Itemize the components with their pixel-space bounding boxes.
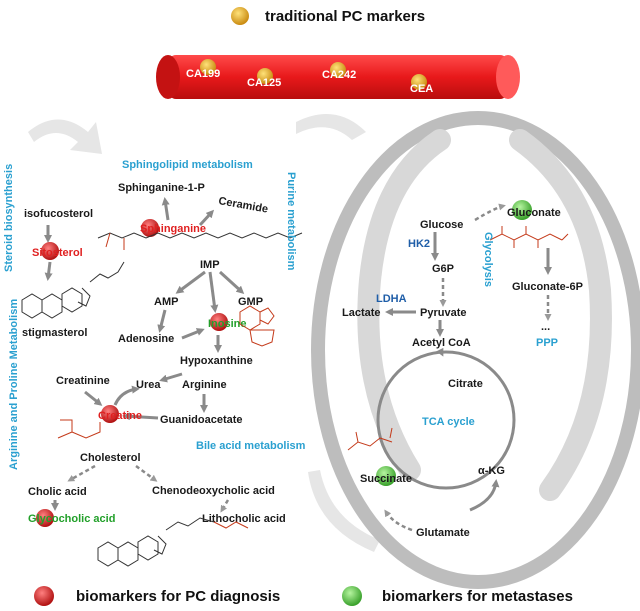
isofucosterol-label: isofucosterol	[24, 208, 93, 220]
green-ball-icon	[512, 200, 532, 220]
gold-ball-icon	[257, 68, 273, 84]
sitosterol-structure	[21, 261, 125, 319]
arrow	[44, 261, 53, 281]
sphinganine-1p-label: Sphinganine-1-P	[118, 182, 205, 194]
marker-cea: CEA	[410, 83, 433, 95]
lactate-label: Lactate	[342, 307, 381, 319]
arrow	[181, 328, 205, 340]
marker-ca125: CA125	[247, 77, 281, 89]
green-ball-icon	[376, 466, 396, 486]
arrow	[469, 479, 500, 512]
creatine-structure	[57, 419, 101, 439]
red-ball-icon	[41, 242, 59, 260]
sphinganine-label: Sphinganine	[140, 223, 206, 235]
sphingolipid-section-label: Sphingolipid metabolism	[122, 159, 253, 171]
amp-label: AMP	[154, 296, 178, 308]
creatine-label: Creatine	[98, 410, 142, 422]
arrow	[436, 347, 444, 357]
gold-ball-icon	[200, 59, 216, 75]
marker-ca199: CA199	[186, 68, 220, 80]
mitochondrion-outer	[311, 111, 640, 589]
arginine-section-label: Arginine and Proline Metabolism	[8, 299, 20, 470]
marker-ca242: CA242	[322, 69, 356, 81]
background-swirl-arrows	[28, 114, 380, 552]
steroid-section-label: Steroid biosynthesis	[3, 164, 15, 272]
arrow	[135, 464, 158, 482]
ppp-label: PPP	[536, 337, 558, 349]
red-ball-icon	[36, 509, 54, 527]
glucose-label: Glucose	[420, 219, 463, 231]
arrow	[384, 509, 413, 532]
imp-label: IMP	[200, 259, 220, 271]
succinate-label: Succinate	[360, 473, 412, 485]
dots-label: ...	[541, 321, 550, 333]
succinate-structure	[347, 427, 393, 451]
guanidoacetate-label: Guanidoacetate	[160, 414, 243, 426]
mitochondrion-cristae	[357, 129, 612, 501]
sphinganine-structure	[97, 232, 303, 239]
pyruvate-label: Pyruvate	[420, 307, 466, 319]
ldha-label: LDHA	[376, 293, 407, 305]
legend-metastases: biomarkers for metastases	[382, 588, 573, 605]
purine-section-label: Purine metabolism	[285, 172, 297, 271]
gmp-label: GMP	[238, 296, 263, 308]
arrow	[159, 372, 183, 383]
cholesterol-label: Cholesterol	[80, 452, 141, 464]
gluconate-structure	[489, 226, 569, 248]
glycocholic-structure	[97, 517, 249, 567]
hk2-label: HK2	[408, 238, 430, 250]
adenosine-label: Adenosine	[118, 333, 174, 345]
green-legend-icon	[342, 586, 362, 606]
inosine-label: Inosine	[208, 318, 247, 330]
arrow	[67, 464, 96, 482]
cholic-acid-label: Cholic acid	[28, 486, 87, 498]
arginine-label: Arginine	[182, 379, 227, 391]
glutamate-label: Glutamate	[416, 527, 470, 539]
arrow	[113, 385, 140, 406]
akg-label: α-KG	[478, 465, 505, 477]
hypoxanthine-label: Hypoxanthine	[180, 355, 253, 367]
urea-label: Urea	[136, 379, 161, 391]
gluconate-label: Gluconate	[507, 207, 561, 219]
legend-traditional-markers: traditional PC markers	[265, 8, 425, 25]
arrow	[220, 499, 230, 513]
tca-cycle-ring	[376, 350, 516, 490]
glycolysis-section-label: Glycolysis	[482, 232, 494, 287]
arrow	[157, 309, 167, 333]
legend-diagnosis: biomarkers for PC diagnosis	[76, 588, 280, 605]
stigmasterol-label: stigmasterol	[22, 327, 87, 339]
creatinine-label: Creatinine	[56, 375, 110, 387]
arrow	[218, 270, 245, 295]
gold-marker-legend-icon	[231, 7, 249, 25]
gluconate6p-label: Gluconate-6P	[512, 281, 583, 293]
bile-section-label: Bile acid metabolism	[196, 440, 306, 452]
arrow	[175, 270, 206, 294]
arrow	[84, 390, 103, 406]
tca-label: TCA cycle	[422, 416, 475, 428]
red-ball-icon	[101, 405, 119, 423]
lithocholic-label: Lithocholic acid	[202, 513, 286, 525]
acetylcoa-label: Acetyl CoA	[412, 337, 471, 349]
arrow	[198, 209, 215, 227]
red-ball-icon	[141, 219, 159, 237]
arrow	[208, 271, 219, 313]
chenodeoxycholic-label: Chenodeoxycholic acid	[152, 485, 275, 497]
gold-ball-icon	[330, 62, 346, 78]
ceramide-label: Ceramide	[217, 195, 268, 216]
sphinganine-hydroxyl	[105, 232, 125, 250]
arrow	[474, 203, 506, 222]
arrow	[161, 197, 170, 221]
inosine-structure	[239, 305, 275, 347]
citrate-label: Citrate	[448, 378, 483, 390]
glycocholic-label: Glycocholic acid	[28, 513, 115, 525]
arrow	[122, 412, 159, 421]
red-legend-icon	[34, 586, 54, 606]
sitosterol-label: Sitosterol	[32, 247, 83, 259]
red-ball-icon	[210, 313, 228, 331]
gold-ball-icon	[411, 74, 427, 90]
g6p-label: G6P	[432, 263, 454, 275]
